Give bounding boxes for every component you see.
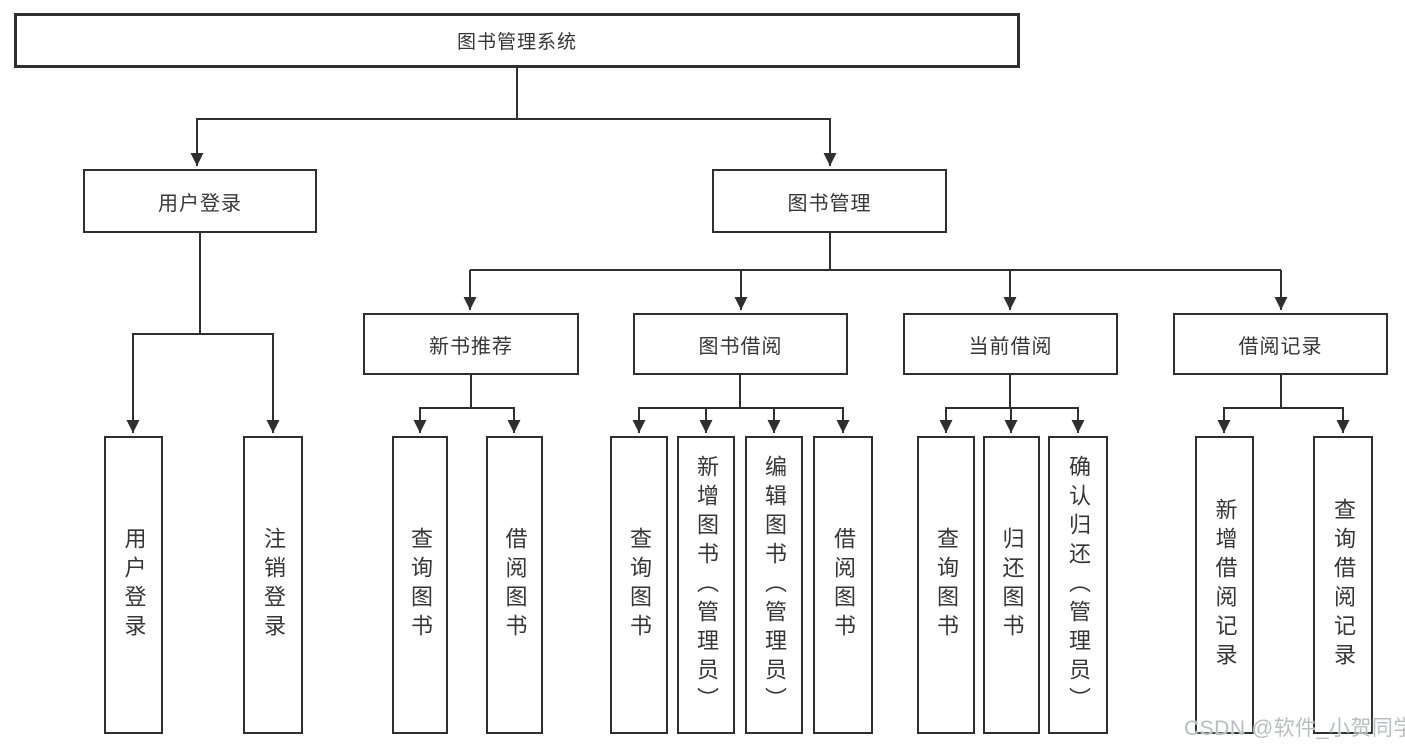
node-leaf-borrow-books-recommend: 借阅图书: [486, 436, 543, 734]
node-user-login: 用户登录: [83, 169, 317, 233]
node-library-management-system: 图书管理系统: [14, 13, 1020, 68]
node-leaf-borrow-books-borrowing: 借阅图书: [813, 436, 873, 734]
node-leaf-query-books-recommend: 查询图书: [392, 436, 448, 734]
node-leaf-confirm-return-admin: 确认归还（管理员）: [1048, 436, 1108, 734]
node-new-book-recommend: 新书推荐: [363, 313, 579, 375]
node-leaf-logout: 注销登录: [243, 436, 303, 734]
node-leaf-edit-book-admin: 编辑图书（管理员）: [745, 436, 803, 734]
node-leaf-add-book-admin: 新增图书（管理员）: [677, 436, 735, 734]
node-borrow-records: 借阅记录: [1173, 313, 1388, 375]
node-current-borrowing: 当前借阅: [903, 313, 1118, 375]
node-book-borrowing: 图书借阅: [633, 313, 848, 375]
node-leaf-query-books-borrowing: 查询图书: [610, 436, 668, 734]
node-leaf-query-borrow-record: 查询借阅记录: [1313, 436, 1373, 734]
node-leaf-return-book: 归还图书: [983, 436, 1040, 734]
node-leaf-query-books-current: 查询图书: [917, 436, 975, 734]
csdn-watermark: CSDN @软件_小贺同学: [1184, 717, 1405, 740]
node-leaf-add-borrow-record: 新增借阅记录: [1195, 436, 1254, 734]
node-book-management: 图书管理: [712, 169, 947, 233]
node-leaf-user-login: 用户登录: [104, 436, 163, 734]
